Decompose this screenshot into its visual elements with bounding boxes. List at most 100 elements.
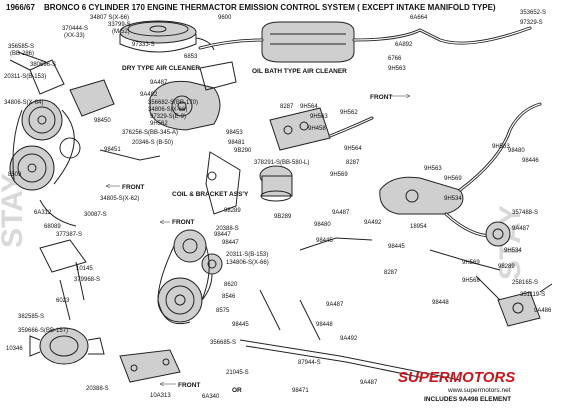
part-label: 382585-S: [18, 314, 44, 320]
part-label: 9H458: [308, 126, 326, 132]
part-label: 9H562: [150, 121, 168, 127]
part-label: 20388-S: [216, 226, 239, 232]
caption-dry-air-cleaner: DRY TYPE AIR CLEANER: [122, 65, 200, 72]
part-label: 9A492: [364, 220, 382, 226]
manifold-fittings: [269, 102, 542, 247]
part-label: 9A487: [332, 210, 350, 216]
part-label: 34806-S(X-66): [148, 107, 187, 113]
part-label: 30087-S: [84, 212, 107, 218]
caption-front-4: FRONT: [178, 382, 200, 389]
dry-air-cleaner: [119, 20, 215, 53]
part-label: 87944-S: [298, 360, 321, 366]
part-label: 21045-S: [226, 370, 249, 376]
brand-url: www.supermotors.net: [447, 387, 511, 394]
part-label: 9H534: [444, 196, 462, 202]
part-label: 356682-S(BB-170): [148, 100, 198, 106]
part-label: 9H563: [310, 114, 328, 120]
part-label: 68089: [44, 224, 61, 230]
part-label: 98451: [104, 147, 121, 153]
part-label: 10346: [6, 346, 23, 352]
part-label: 356585-S: [8, 44, 34, 50]
part-label: 98480: [508, 148, 525, 154]
part-label: 34806-S(X-64): [4, 100, 43, 106]
line-art: [9, 20, 553, 383]
part-label: 9A492: [340, 336, 358, 342]
part-label: 370444-S: [62, 26, 88, 32]
air-pump-left: [9, 51, 115, 191]
part-label: 97329-S: [520, 20, 543, 26]
part-label: 258165-S: [512, 280, 538, 286]
part-label: 6A664: [410, 15, 428, 21]
part-label: 9H569: [462, 260, 480, 266]
part-label: 9H562: [340, 110, 358, 116]
part-label: 357488-S: [512, 210, 538, 216]
part-label: (BB-286): [10, 51, 34, 57]
part-label: 98447: [214, 232, 231, 238]
tubing: [39, 149, 501, 381]
part-label: 8287: [384, 270, 398, 276]
part-label: 9H563: [388, 66, 406, 72]
part-label: 6023: [56, 298, 70, 304]
part-label: 9H568: [462, 278, 480, 284]
air-pump-upper: [149, 61, 237, 131]
caption-front-2: FRONT: [370, 94, 392, 101]
part-label: 359666-S(BB-157): [18, 328, 68, 334]
part-label: 9H563: [492, 144, 510, 150]
part-label: 9B290: [234, 148, 252, 154]
part-label: 20388-S: [86, 386, 109, 392]
part-label: 98471: [292, 388, 309, 394]
part-label: 9H564: [300, 104, 318, 110]
part-label: 353652-S: [520, 10, 546, 16]
caption-includes-element: INCLUDES 9A498 ELEMENT: [424, 396, 511, 403]
part-label: 18954: [410, 224, 427, 230]
brand-name: SUPERMOTORS: [398, 369, 515, 386]
part-label: 98445: [316, 238, 333, 244]
front-arrows: [105, 93, 411, 387]
part-label: 9A492: [140, 92, 158, 98]
part-label: 97333-S: [132, 42, 155, 48]
part-label: 98289: [498, 264, 515, 270]
part-label: 9A487: [150, 80, 168, 86]
part-label: 356685-S: [210, 340, 236, 346]
part-label: 8575: [216, 308, 230, 314]
caption-oil-bath-air-cleaner: OIL BATH TYPE AIR CLEANER: [252, 68, 347, 75]
part-label: 9H563: [424, 166, 442, 172]
part-label: (XX-33): [64, 33, 85, 39]
part-label: 97329-S(E-9): [150, 114, 186, 120]
part-label: 8509: [8, 172, 22, 178]
part-label: 379968-S: [74, 277, 100, 283]
belt-pulleys: [157, 229, 223, 325]
part-label: 6A312: [34, 210, 52, 216]
part-label: 351119-S: [520, 292, 545, 298]
mount-bracket: [39, 239, 181, 383]
part-label: 380696-S: [30, 62, 56, 68]
part-label: 6A340: [202, 394, 220, 400]
part-label: 98481: [228, 140, 245, 146]
brand-logo: SUPERMOTORS www.supermotors.net: [398, 369, 515, 394]
part-label: 98448: [316, 322, 333, 328]
diverter-valve: [475, 275, 553, 327]
caption-front-3: FRONT: [172, 219, 194, 226]
header-title: BRONCO 6 CYLINDER 170 ENGINE THERMACTOR …: [44, 3, 496, 12]
alternator: [29, 261, 105, 365]
part-label: 9B289: [274, 214, 292, 220]
part-label: 6766: [388, 56, 402, 62]
part-label: 6853: [184, 54, 198, 60]
part-label: 6A892: [395, 42, 413, 48]
part-label: 9H569: [444, 176, 462, 182]
part-label: 34807 S(X-66): [90, 15, 129, 21]
part-label: 9A487: [360, 380, 378, 386]
part-label: 377387-S: [56, 232, 82, 238]
part-label: 9A487: [326, 302, 344, 308]
part-label: 10145: [76, 266, 93, 272]
part-label: 98445: [388, 244, 405, 250]
part-label: 20311-S(B-153): [4, 74, 46, 80]
bypass-valve: [205, 151, 293, 215]
part-label: 98447: [222, 240, 239, 246]
part-label: 98445: [232, 322, 249, 328]
part-label: 98448: [432, 300, 449, 306]
part-label: 9H534: [504, 248, 522, 254]
part-label: 8546: [222, 294, 236, 300]
